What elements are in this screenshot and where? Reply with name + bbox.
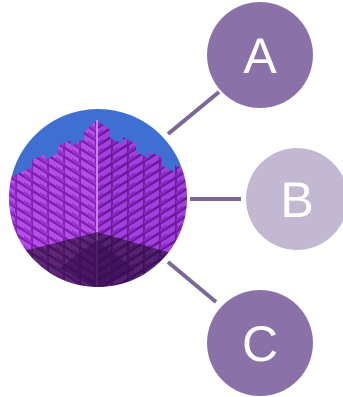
node-c: C [207,290,313,396]
castle-tower-photo [9,109,187,287]
node-b: B [246,148,343,250]
node-a: A [207,2,313,108]
connector-a [166,90,221,136]
connector-c [166,260,218,304]
node-a-label: A [243,28,277,84]
node-b-label: B [280,172,313,228]
node-c-label: C [242,316,278,372]
